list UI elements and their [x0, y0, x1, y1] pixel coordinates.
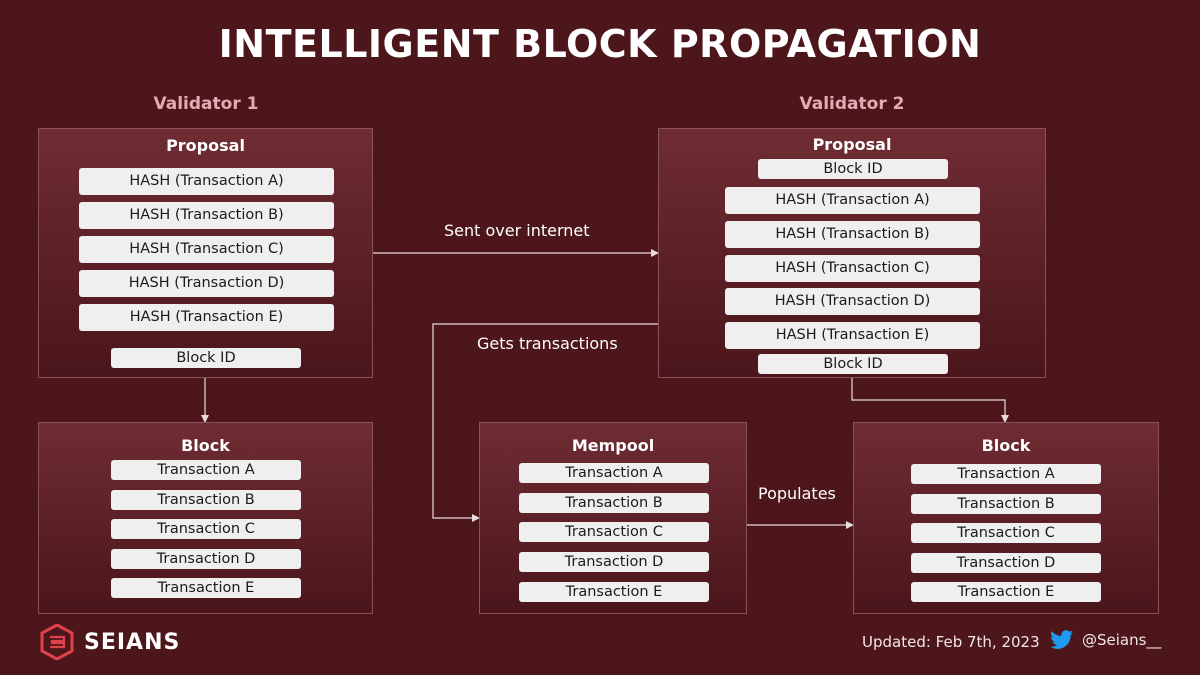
validator-2-label: Validator 2: [799, 94, 905, 114]
transaction-pill-d: Transaction D: [911, 553, 1101, 573]
hash-pill-d: HASH (Transaction D): [79, 270, 334, 297]
twitter-bird-icon: [1050, 630, 1073, 649]
hash-pill-e: HASH (Transaction E): [79, 304, 334, 331]
block-id-pill: Block ID: [111, 348, 301, 368]
transaction-pill-b: Transaction B: [519, 493, 709, 513]
transaction-pill-d: Transaction D: [111, 549, 301, 569]
brand-name: SEIANS: [84, 629, 181, 655]
mempool-box: Mempool Transaction A Transaction B Tran…: [479, 422, 747, 614]
transaction-pill-d: Transaction D: [519, 552, 709, 572]
page-title: INTELLIGENT BLOCK PROPAGATION: [218, 22, 982, 66]
hash-pill-d: HASH (Transaction D): [725, 288, 980, 315]
mempool-title: Mempool: [571, 436, 655, 455]
hash-pill-c: HASH (Transaction C): [79, 236, 334, 263]
block-title: Block: [181, 436, 230, 455]
block-id-pill-top: Block ID: [758, 159, 948, 179]
hash-pill-c: HASH (Transaction C): [725, 255, 980, 282]
proposal-title: Proposal: [166, 136, 245, 155]
validator-2-block-box: Block Transaction A Transaction B Transa…: [853, 422, 1159, 614]
validator-1-block-box: Block Transaction A Transaction B Transa…: [38, 422, 373, 614]
edge-label-sent: Sent over internet: [444, 221, 590, 240]
transaction-pill-e: Transaction E: [111, 578, 301, 598]
edge-label-gets: Gets transactions: [477, 334, 618, 353]
edge-gets-transactions: [432, 323, 658, 522]
transaction-pill-a: Transaction A: [911, 464, 1101, 484]
hash-pill-b: HASH (Transaction B): [79, 202, 334, 229]
hash-pill-a: HASH (Transaction A): [79, 168, 334, 195]
brand-shield-icon: [40, 624, 74, 660]
updated-date: Updated: Feb 7th, 2023: [862, 633, 1040, 651]
edge-block-id-to-block-v2: [851, 373, 1009, 423]
twitter-handle[interactable]: @Seians__: [1050, 630, 1161, 650]
hash-pill-e: HASH (Transaction E): [725, 322, 980, 349]
transaction-pill-b: Transaction B: [111, 490, 301, 510]
block-title: Block: [981, 436, 1031, 455]
proposal-title: Proposal: [812, 135, 892, 154]
transaction-pill-b: Transaction B: [911, 494, 1101, 514]
transaction-pill-c: Transaction C: [911, 523, 1101, 543]
validator-1-proposal-box: Proposal HASH (Transaction A) HASH (Tran…: [38, 128, 373, 378]
hash-pill-b: HASH (Transaction B): [725, 221, 980, 248]
edge-label-populates: Populates: [758, 484, 836, 503]
brand-logo: SEIANS: [40, 624, 180, 660]
validator-2-proposal-box: Proposal Block ID HASH (Transaction A) H…: [658, 128, 1046, 378]
transaction-pill-e: Transaction E: [911, 582, 1101, 602]
transaction-pill-a: Transaction A: [111, 460, 301, 480]
validator-1-label: Validator 1: [153, 94, 259, 114]
transaction-pill-a: Transaction A: [519, 463, 709, 483]
twitter-handle-text: @Seians__: [1082, 631, 1162, 649]
transaction-pill-c: Transaction C: [519, 522, 709, 542]
transaction-pill-e: Transaction E: [519, 582, 709, 602]
block-id-pill-bottom: Block ID: [758, 354, 948, 374]
hash-pill-a: HASH (Transaction A): [725, 187, 980, 214]
transaction-pill-c: Transaction C: [111, 519, 301, 539]
